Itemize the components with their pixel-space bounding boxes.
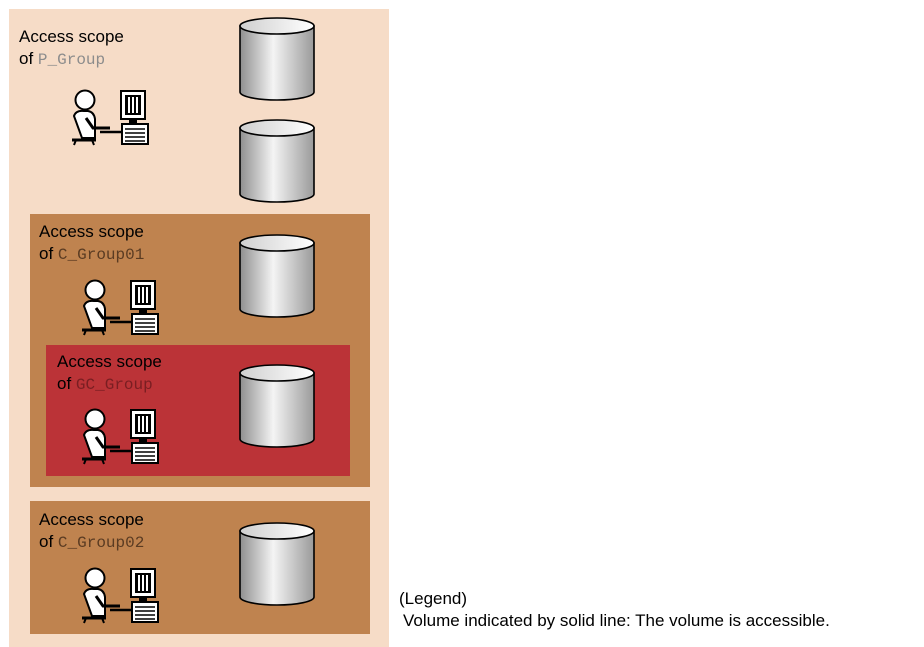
scope-label-line1: Access scope (39, 510, 144, 529)
volume-cylinder-icon (239, 522, 315, 606)
scope-label-line1: Access scope (19, 27, 124, 46)
scope-label-c-group02: Access scope of C_Group02 (39, 509, 144, 554)
user-at-computer-icon (80, 278, 168, 336)
user-at-computer-icon (70, 88, 158, 146)
legend-title: (Legend) (399, 589, 468, 608)
volume-cylinder-icon (239, 364, 315, 448)
scope-label-prefix: of (39, 532, 58, 551)
scope-label-c-group01: Access scope of C_Group01 (39, 221, 144, 266)
volume-cylinder-icon (239, 17, 315, 101)
scope-label-gc-group: Access scope of GC_Group (57, 351, 162, 396)
group-name-c-group02: C_Group02 (57, 534, 145, 552)
scope-label-line1: Access scope (39, 222, 144, 241)
legend-text: Volume indicated by solid line: The volu… (403, 611, 830, 630)
user-at-computer-icon (80, 407, 168, 465)
group-name-p-group: P_Group (37, 51, 106, 69)
scope-label-p-group: Access scope of P_Group (19, 26, 124, 71)
volume-cylinder-icon (239, 234, 315, 318)
scope-label-prefix: of (57, 374, 76, 393)
scope-label-prefix: of (19, 49, 38, 68)
volume-cylinder-icon (239, 119, 315, 203)
scope-label-prefix: of (39, 244, 58, 263)
user-at-computer-icon (80, 566, 168, 624)
group-name-c-group01: C_Group01 (57, 246, 145, 264)
group-name-gc-group: GC_Group (75, 376, 153, 394)
scope-label-line1: Access scope (57, 352, 162, 371)
legend: (Legend) Volume indicated by solid line:… (399, 588, 830, 632)
